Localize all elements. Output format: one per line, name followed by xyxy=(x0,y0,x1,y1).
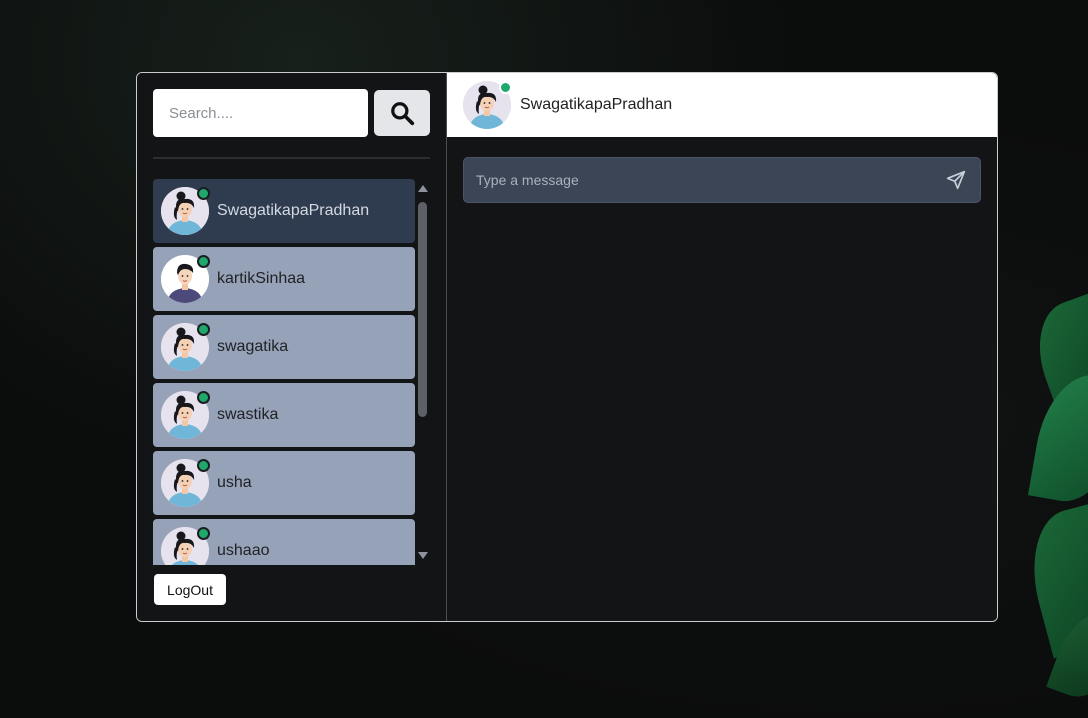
online-status-dot xyxy=(499,81,512,94)
online-status-dot xyxy=(197,459,210,472)
user-list-item-name: swagatika xyxy=(217,338,289,355)
user-list-scrollbar[interactable] xyxy=(417,179,429,565)
user-list[interactable]: SwagatikapaPradhan kartikSinhaa swagatika s… xyxy=(153,179,415,565)
message-composer xyxy=(463,157,981,203)
male-avatar xyxy=(161,255,210,303)
send-button[interactable] xyxy=(932,158,980,202)
user-list-item-name: usha xyxy=(217,474,252,491)
scroll-down-arrow-icon[interactable] xyxy=(418,552,428,559)
female-avatar xyxy=(161,187,210,235)
chat-header: SwagatikapaPradhan xyxy=(447,73,997,137)
user-list-item-name: ushaao xyxy=(217,542,270,559)
user-list-item[interactable]: SwagatikapaPradhan xyxy=(153,179,415,243)
scroll-thumb[interactable] xyxy=(418,202,427,417)
search-input[interactable] xyxy=(153,89,368,137)
search-icon xyxy=(391,102,415,126)
chat-panel: SwagatikapaPradhan xyxy=(447,73,997,621)
search-row xyxy=(153,89,430,137)
online-status-dot xyxy=(197,255,210,268)
online-status-dot xyxy=(197,187,210,200)
user-list-item[interactable]: kartikSinhaa xyxy=(153,247,415,311)
user-list-item-name: kartikSinhaa xyxy=(217,270,306,287)
female-avatar xyxy=(161,391,210,439)
user-list-item[interactable]: usha xyxy=(153,451,415,515)
online-status-dot xyxy=(197,527,210,540)
sidebar-divider xyxy=(153,157,430,159)
chat-header-name: SwagatikapaPradhan xyxy=(520,96,673,113)
logout-button[interactable]: LogOut xyxy=(154,574,226,605)
send-icon xyxy=(946,170,966,190)
chat-app-window: SwagatikapaPradhan kartikSinhaa swagatika s… xyxy=(136,72,998,622)
search-button[interactable] xyxy=(374,90,430,136)
user-list-item[interactable]: ushaao xyxy=(153,519,415,565)
online-status-dot xyxy=(197,323,210,336)
user-list-item-name: swastika xyxy=(217,406,279,423)
female-avatar xyxy=(161,527,210,565)
sidebar: SwagatikapaPradhan kartikSinhaa swagatika s… xyxy=(137,73,447,621)
scroll-up-arrow-icon[interactable] xyxy=(418,185,428,192)
user-list-item-name: SwagatikapaPradhan xyxy=(217,202,370,219)
chat-header-avatar xyxy=(463,81,512,129)
user-list-item[interactable]: swastika xyxy=(153,383,415,447)
message-input[interactable] xyxy=(464,158,932,202)
female-avatar xyxy=(161,459,210,507)
user-list-item[interactable]: swagatika xyxy=(153,315,415,379)
female-avatar xyxy=(161,323,210,371)
online-status-dot xyxy=(197,391,210,404)
plant-decoration xyxy=(1028,280,1088,700)
